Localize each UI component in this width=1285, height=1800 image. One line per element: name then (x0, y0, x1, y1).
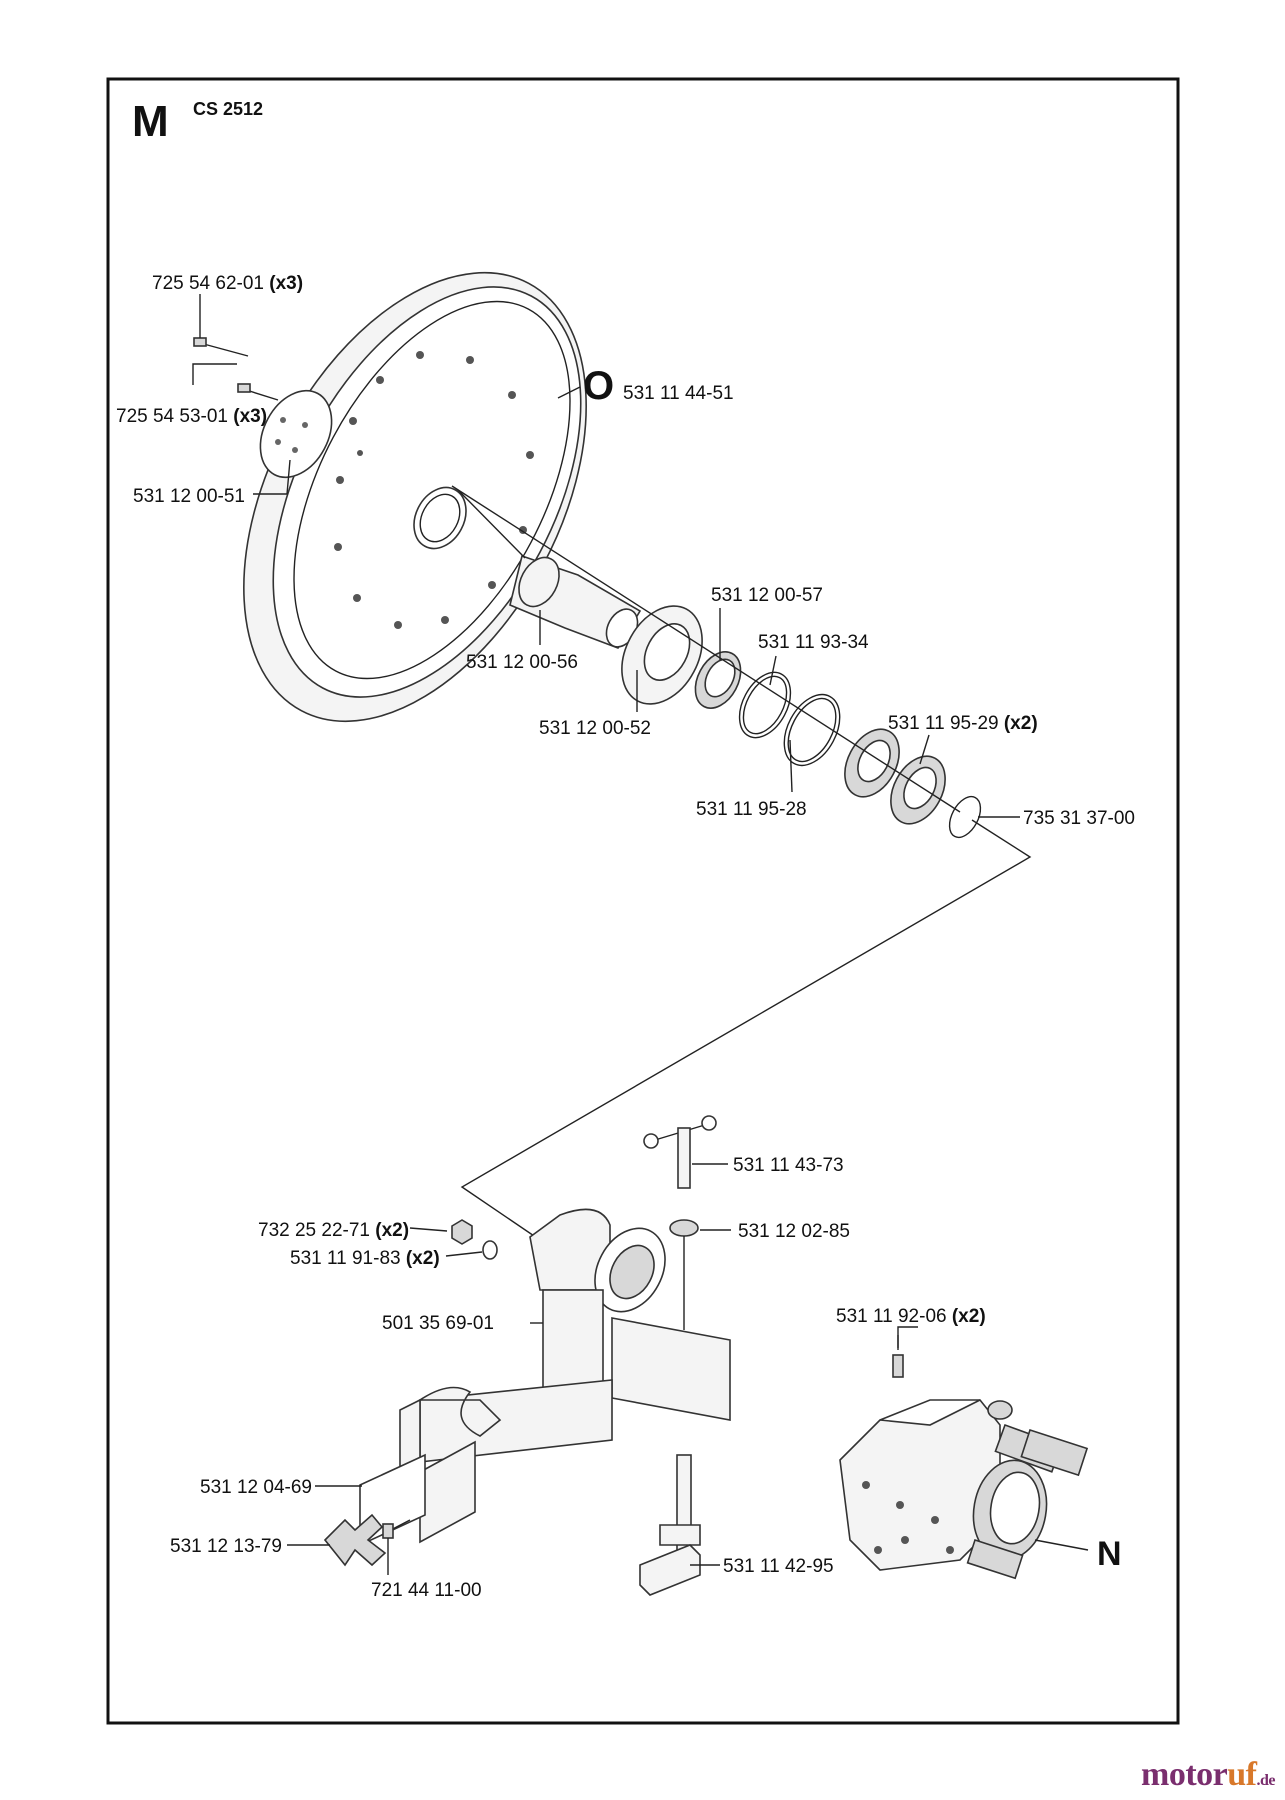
diagram-frame (106, 77, 1180, 1725)
part-label-531-11-43-73: 531 11 43-73 (733, 1155, 844, 1176)
part-label-531-12-00-51: 531 12 00-51 (133, 486, 245, 507)
part-label-531-11-95-29: 531 11 95-29 (x2) (888, 713, 1038, 734)
callout-n: N (1097, 1535, 1122, 1573)
assembly-axis-line (460, 819, 1032, 1241)
model-title: CS 2512 (193, 99, 263, 119)
part-label-725-54-53-01: 725 54 53-01 (x3) (116, 406, 267, 427)
part-label-501-35-69-01: 501 35 69-01 (382, 1313, 494, 1334)
part-label-725-54-62-01: 725 54 62-01 (x3) (152, 273, 303, 294)
part-label-531-12-04-69: 531 12 04-69 (200, 1477, 312, 1498)
part-label-531-11-42-95: 531 11 42-95 (723, 1556, 834, 1577)
hydraulic-motor (839, 1399, 1089, 1580)
part-label-531-11-92-06: 531 11 92-06 (x2) (836, 1306, 986, 1327)
part-label-735-31-37-00: 735 31 37-00 (1023, 808, 1135, 829)
part-label-531-12-02-85: 531 12 02-85 (738, 1221, 850, 1242)
part-label-531-12-00-56: 531 12 00-56 (466, 652, 578, 673)
part-label-531-11-44-51: 531 11 44-51 (623, 383, 734, 404)
watermark-logo: motoruf.de (1141, 1756, 1275, 1793)
wheel-assembly (193, 271, 982, 839)
part-label-531-12-13-79: 531 12 13-79 (170, 1536, 282, 1557)
part-label-531-11-95-28: 531 11 95-28 (696, 799, 807, 820)
callout-o: O (583, 364, 614, 408)
section-letter: M (132, 97, 169, 146)
part-label-531-11-91-83: 531 11 91-83 (x2) (290, 1248, 440, 1269)
part-label-531-12-00-57: 531 12 00-57 (711, 585, 823, 606)
part-label-721-44-11-00: 721 44 11-00 (371, 1580, 482, 1601)
part-label-531-11-93-34: 531 11 93-34 (758, 632, 869, 653)
part-label-732-25-22-71: 732 25 22-71 (x2) (258, 1220, 409, 1241)
part-label-531-12-00-52: 531 12 00-52 (539, 718, 651, 739)
stand-assembly (323, 1115, 904, 1596)
leader-lines (192, 294, 1089, 1575)
